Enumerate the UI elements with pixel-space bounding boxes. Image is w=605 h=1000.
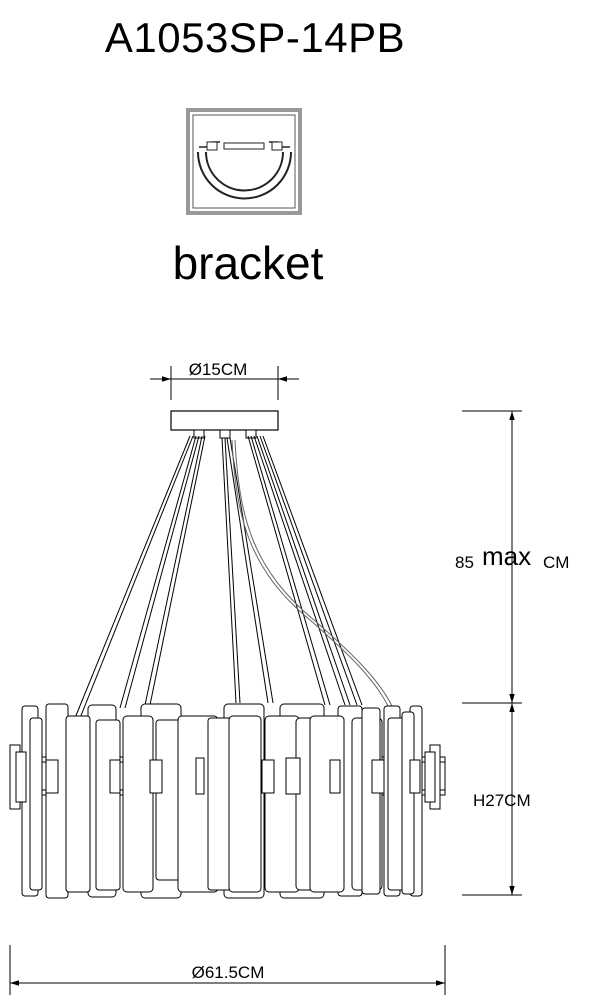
height-dimensions: [462, 410, 522, 896]
bracket-icon: [186, 108, 302, 215]
suspension-cables: [74, 435, 393, 719]
diameter-label: Ø61.5CM: [192, 963, 265, 982]
drop-max-label: max: [482, 541, 531, 571]
canopy-dimension: Ø15CM: [150, 360, 299, 400]
canopy-diameter-label: Ø15CM: [189, 360, 248, 379]
lamp-body: [9, 703, 446, 899]
model-title: A1053SP-14PB: [104, 14, 406, 61]
canopy: [170, 410, 279, 439]
diameter-dimension: [9, 945, 446, 995]
drop-value-label: 85: [455, 553, 474, 572]
body-height-label: H27CM: [473, 791, 531, 810]
drop-unit-label: CM: [543, 553, 569, 572]
bracket-label: bracket: [172, 237, 324, 289]
